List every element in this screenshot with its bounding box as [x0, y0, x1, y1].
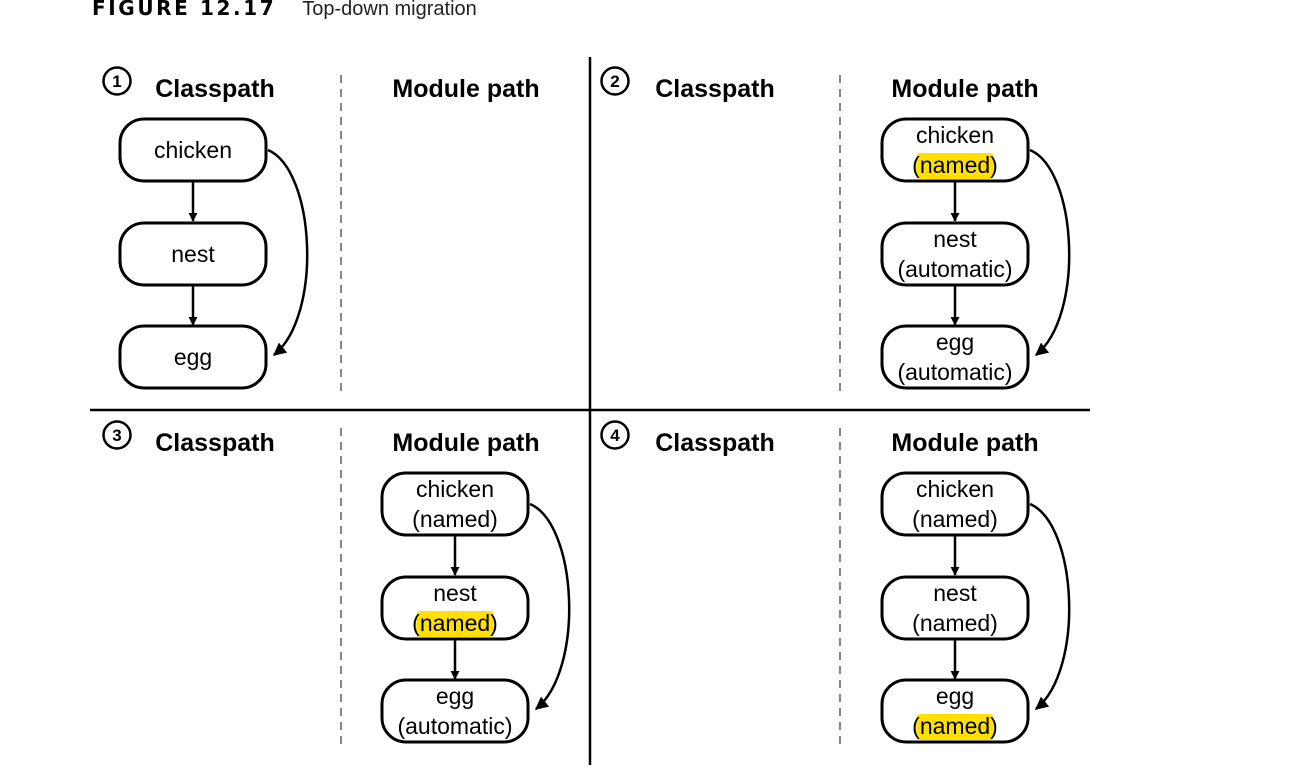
node-name: egg	[936, 329, 974, 355]
classpath-header-2: Classpath	[655, 75, 774, 103]
node-name: chicken	[154, 137, 232, 163]
node-module-type: (named)	[912, 713, 998, 739]
node-egg: egg (automatic)	[380, 678, 530, 744]
node-box	[380, 471, 530, 537]
arrow-chicken-to-egg-1	[267, 148, 309, 356]
node-box	[380, 678, 530, 744]
panel-3-nodes: chicken (named) nest (named) egg (automatic)	[380, 471, 530, 744]
node-egg: egg	[118, 324, 268, 390]
step-number-3: 3	[112, 426, 121, 445]
arrow-chicken-to-egg-3	[529, 502, 571, 710]
node-box	[880, 575, 1030, 641]
node-nest: nest (named)	[880, 575, 1030, 641]
step-badge-4	[600, 420, 630, 450]
panel-1: 1 Classpath Module path chicken nest egg	[102, 66, 540, 390]
node-name: nest	[433, 580, 477, 606]
highlight-marker	[916, 714, 994, 740]
node-name: nest	[933, 226, 977, 252]
node-module-type: (named)	[912, 152, 998, 178]
figure-number: FIGURE 12.17	[92, 0, 277, 20]
module-path-header-2: Module path	[891, 75, 1038, 103]
step-badge-1	[102, 66, 132, 96]
panel-4: 4 Classpath Module path chicken(named)ne…	[600, 420, 1071, 744]
node-module-type: (named)	[412, 610, 498, 636]
node-name: nest	[171, 241, 215, 267]
node-egg: egg (named)	[880, 678, 1030, 744]
module-path-header-3: Module path	[392, 429, 539, 457]
node-nest: nest (automatic)	[880, 221, 1030, 287]
classpath-header-1: Classpath	[155, 75, 274, 103]
node-box	[880, 221, 1030, 287]
node-chicken: chicken (named)	[880, 117, 1030, 183]
arrow-chicken-to-egg-2	[1029, 148, 1071, 356]
step-number-1: 1	[112, 72, 121, 91]
node-name: chicken	[416, 476, 494, 502]
node-name: egg	[174, 344, 212, 370]
step-number-2: 2	[610, 72, 619, 91]
node-chicken: chicken	[118, 117, 268, 183]
node-name: nest	[933, 580, 977, 606]
node-module-type: (named)	[912, 506, 998, 532]
step-number-4: 4	[610, 426, 620, 445]
node-chicken: chicken (named)	[380, 471, 530, 537]
classpath-header-4: Classpath	[655, 429, 774, 457]
step-badge-2	[600, 66, 630, 96]
node-nest: nest	[118, 221, 268, 287]
node-box	[118, 117, 268, 183]
module-path-header-1: Module path	[392, 75, 539, 103]
node-box	[118, 324, 268, 390]
node-name: chicken	[916, 476, 994, 502]
panel-3: 3 Classpath Module path chicken(named)ne…	[102, 420, 571, 744]
node-module-type: (named)	[412, 506, 498, 532]
node-box	[880, 471, 1030, 537]
node-module-type: (named)	[912, 610, 998, 636]
highlight-marker	[416, 611, 494, 637]
node-module-type: (automatic)	[397, 713, 512, 739]
node-box	[118, 221, 268, 287]
node-module-type: (automatic)	[897, 359, 1012, 385]
module-path-header-4: Module path	[891, 429, 1038, 457]
highlight-marker	[916, 153, 994, 179]
node-chicken: chicken (named)	[880, 471, 1030, 537]
panel-2-nodes: chicken (named) nest (automatic) egg (automat…	[880, 117, 1030, 390]
node-box	[880, 324, 1030, 390]
node-name: egg	[936, 683, 974, 709]
figure-caption: FIGURE 12.17 Top-down migration	[92, 0, 477, 24]
node-module-type: (automatic)	[897, 256, 1012, 282]
figure-title: Top-down migration	[302, 0, 477, 20]
classpath-header-3: Classpath	[155, 429, 274, 457]
panel-4-nodes: chicken (named) nest (named) egg (named)	[880, 471, 1030, 744]
node-egg: egg (automatic)	[880, 324, 1030, 390]
node-name: egg	[436, 683, 474, 709]
node-nest: nest (named)	[380, 575, 530, 641]
panel-1-nodes: chicken nest egg	[118, 117, 268, 390]
node-name: chicken	[916, 122, 994, 148]
panel-2: 2 Classpath Module path chicken (named) ne…	[600, 66, 1071, 390]
step-badge-3	[102, 420, 132, 450]
arrow-chicken-to-egg-4	[1029, 502, 1071, 710]
